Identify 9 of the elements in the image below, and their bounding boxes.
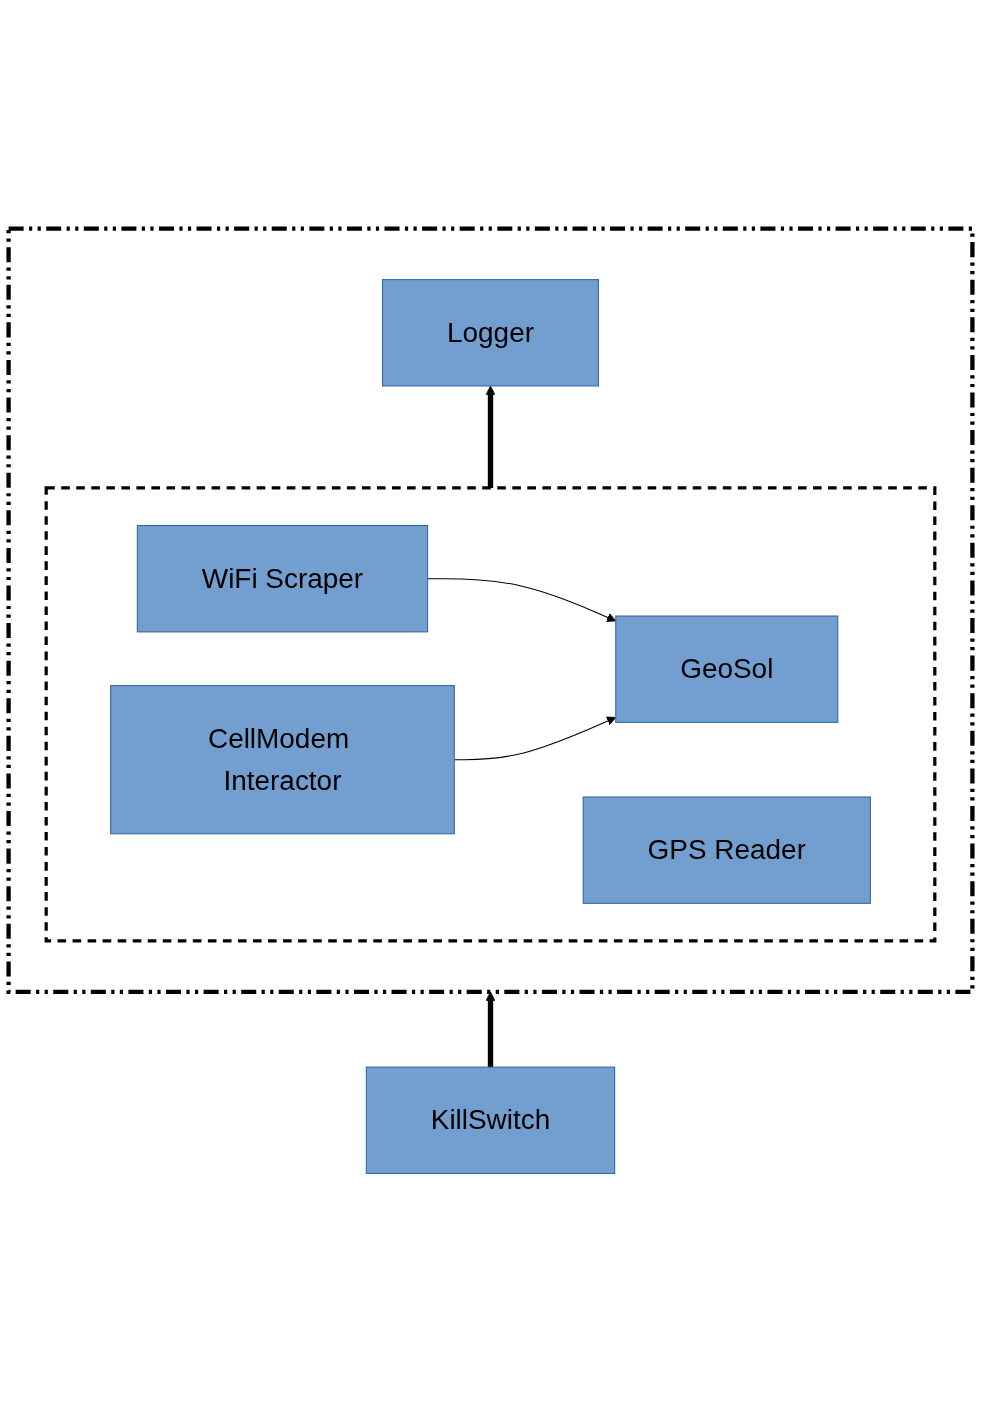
- node-box: KillSwitch: [365, 1067, 616, 1175]
- node-box: Logger: [382, 279, 599, 387]
- node-box: GeoSol: [615, 616, 839, 724]
- node-box: CellModem Interactor: [110, 685, 455, 835]
- node-box: GPS Reader: [582, 796, 871, 905]
- arrow: [485, 386, 496, 489]
- cluster: [44, 486, 937, 943]
- node-box: WiFi Scraper: [136, 525, 429, 633]
- cluster: [6, 226, 975, 995]
